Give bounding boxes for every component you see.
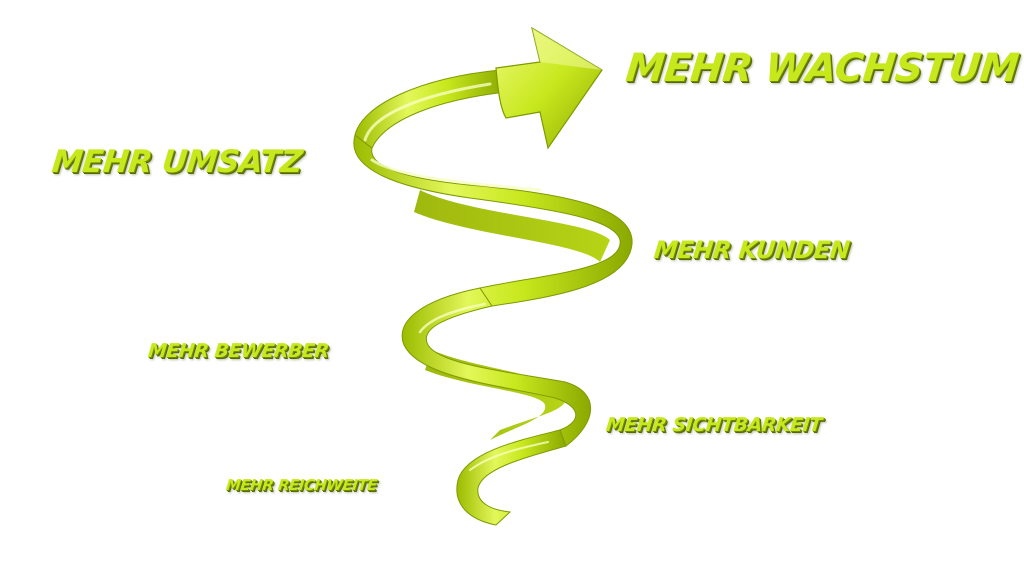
label-more-applicants: MEHR BEWERBER bbox=[146, 340, 330, 362]
spiral-back-segment-middle bbox=[414, 190, 610, 262]
spiral-tail bbox=[456, 429, 567, 526]
label-more-growth: MEHR WACHSTUM bbox=[623, 46, 1021, 91]
arrow-head-icon bbox=[495, 26, 603, 150]
label-more-revenue: MEHR UMSATZ bbox=[50, 144, 305, 180]
label-more-customers: MEHR KUNDEN bbox=[652, 236, 851, 264]
label-more-visibility: MEHR SICHTBARKEIT bbox=[604, 414, 823, 436]
label-more-reach: MEHR REICHWEITE bbox=[225, 476, 378, 494]
spiral-coil-lower bbox=[401, 287, 591, 447]
spiral-front-segments bbox=[353, 69, 633, 526]
spiral-coil-upper bbox=[354, 69, 507, 149]
spiral-highlights bbox=[363, 82, 549, 471]
